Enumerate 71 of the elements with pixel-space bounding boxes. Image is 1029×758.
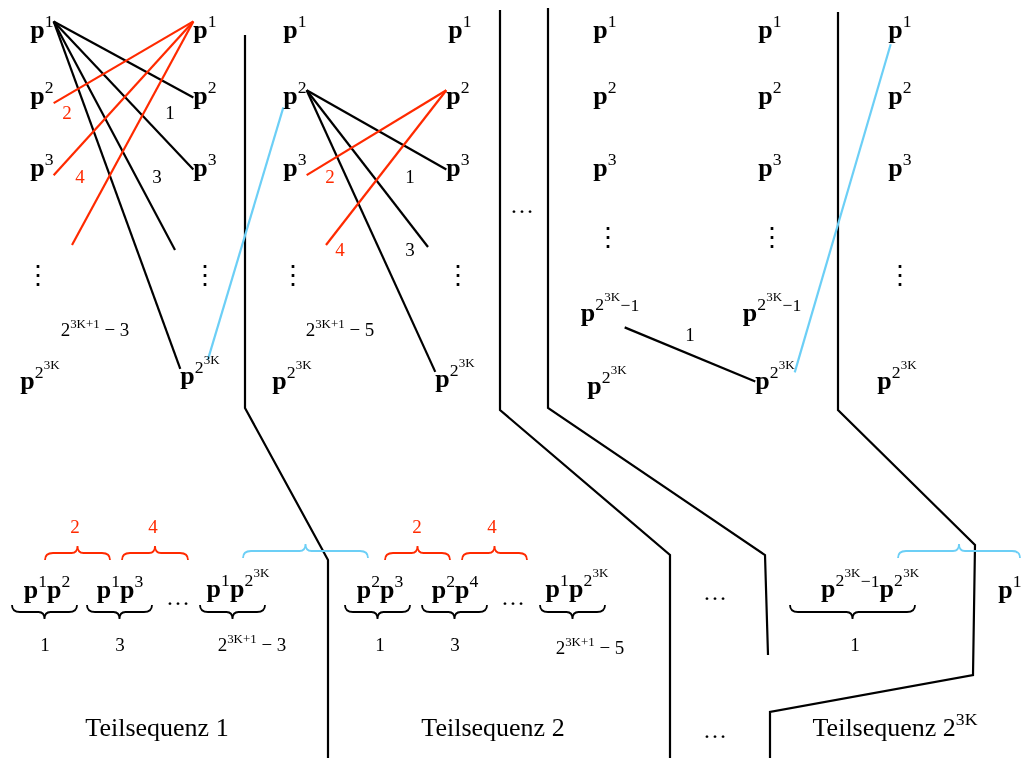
brace-label: 4 [148, 516, 158, 538]
edge-label: 2$^{3K+1}$ − 5 [305, 319, 375, 341]
connector-line [71, 20, 195, 246]
math-term: p$^{1}$ [448, 15, 472, 45]
math-term: p$^{1}$ [888, 15, 912, 45]
math-term: p$^{1}$ [758, 15, 782, 45]
math-term: p$^{1}$ [283, 15, 307, 45]
math-term: p$^{1}$p$^{2}$ [23, 575, 71, 605]
brace-label: 2 [412, 516, 422, 538]
math-term: p$^{1}$ [193, 15, 217, 45]
math-term: p$^{3}$ [758, 153, 782, 183]
brace-label: 1 [40, 634, 50, 656]
ellipsis: … [501, 583, 525, 611]
math-term: p$^{2}$ [888, 81, 912, 111]
edge-label: 1 [685, 324, 695, 346]
connector-line [305, 89, 429, 248]
math-term: p$^{2}$ [758, 81, 782, 111]
math-term: p$^{3}$ [593, 153, 617, 183]
vertical-ellipsis: ⋮ [595, 222, 621, 252]
brace-label: 1 [375, 634, 385, 656]
brace-label: 2 [70, 516, 80, 538]
brace-label: 3 [450, 634, 460, 656]
brace-label: 2$^{3K+1}$ − 3 [217, 634, 287, 656]
connector-line [206, 107, 285, 360]
math-term: p$^{2}$p$^{3}$ [356, 575, 404, 605]
math-term: p$^{1}$ [998, 575, 1022, 605]
math-term: p$^{2}$ [30, 81, 54, 111]
math-term: p$^{1}$ [593, 15, 617, 45]
ellipsis: … [703, 716, 727, 744]
edge-label: 2 [62, 102, 72, 124]
vertical-ellipsis: ⋮ [192, 260, 218, 290]
ellipsis: … [510, 191, 534, 219]
edge-label: 2$^{3K+1}$ − 3 [60, 319, 130, 341]
edge-label: 4 [75, 166, 85, 188]
math-term: p$^{2}$p$^{4}$ [431, 575, 479, 605]
math-term: p$^{3}$ [193, 153, 217, 183]
connector-line [325, 89, 448, 246]
vertical-ellipsis: ⋮ [887, 260, 913, 290]
edge-label: 2 [325, 166, 335, 188]
math-term: p$^{2}$ [593, 81, 617, 111]
brace-label: 2$^{3K+1}$ − 5 [555, 637, 625, 659]
math-term: p$^{1}$ [30, 15, 54, 45]
vertical-ellipsis: ⋮ [759, 222, 785, 252]
vertical-ellipsis: ⋮ [25, 260, 51, 290]
vertical-ellipsis: ⋮ [280, 260, 306, 290]
math-term: p$^{3}$ [283, 153, 307, 183]
math-term: p$^{3}$ [888, 153, 912, 183]
connector-line [305, 89, 437, 373]
math-term: p$^{2}$ [283, 81, 307, 111]
brace-label: 1 [850, 634, 860, 656]
subsequence-caption: Teilsequenz 2$^{3K}$ [812, 713, 978, 743]
edge-label: 1 [405, 166, 415, 188]
edge-label: 4 [335, 239, 345, 261]
math-term: p$^{3}$ [446, 153, 470, 183]
math-term: p$^{3}$ [30, 153, 54, 183]
brace-label: 3 [115, 634, 125, 656]
ellipsis: … [166, 583, 190, 611]
subsequence-caption: Teilsequenz 2 [421, 713, 565, 743]
subsequence-caption: Teilsequenz 1 [85, 713, 229, 743]
connector-line [793, 44, 892, 373]
math-term: p$^{2}$ [446, 81, 470, 111]
connector-line [52, 21, 182, 370]
ellipsis: … [703, 578, 727, 606]
edge-label: 1 [165, 102, 175, 124]
connector-line [624, 326, 756, 383]
vertical-ellipsis: ⋮ [445, 260, 471, 290]
edge-label: 3 [152, 166, 162, 188]
brace-label: 4 [487, 516, 497, 538]
math-term: p$^{1}$p$^{3}$ [96, 575, 144, 605]
math-term: p$^{2}$ [193, 81, 217, 111]
edge-label: 3 [405, 239, 415, 261]
